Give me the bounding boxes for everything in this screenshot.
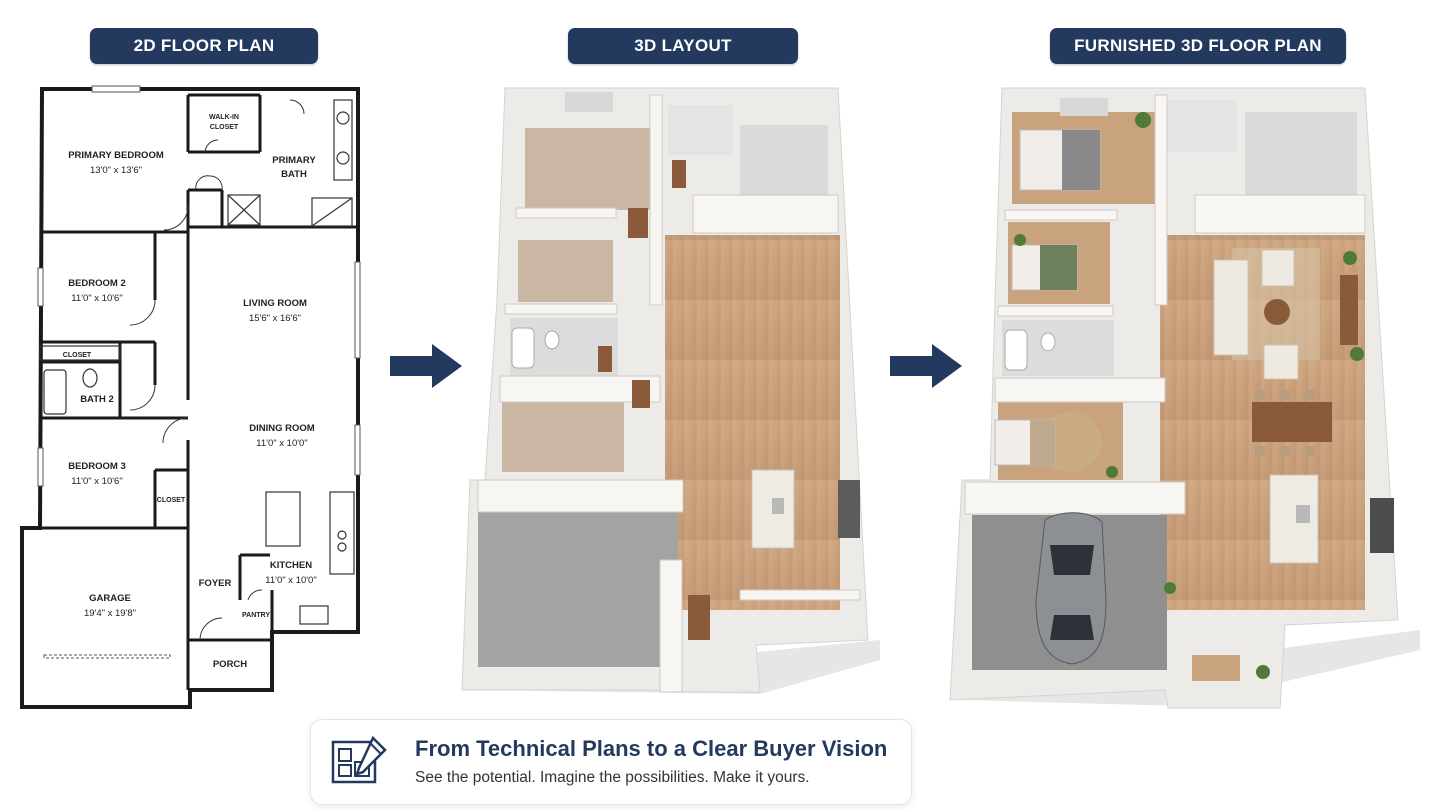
label-bath2: BATH 2 (80, 394, 114, 405)
header-3d-layout: 3D LAYOUT (568, 28, 798, 64)
blueprint-pencil-icon (331, 735, 387, 784)
label-bedroom2: BEDROOM 2 (68, 278, 126, 289)
label-closet-2: CLOSET (157, 497, 186, 504)
header-furnished-3d-plan: FURNISHED 3D FLOOR PLAN (1050, 28, 1346, 64)
label-dining-room-size: 11'0" x 10'0" (256, 438, 307, 449)
label-living-room: LIVING ROOM (243, 298, 307, 309)
label-primary-bedroom: PRIMARY BEDROOM (68, 150, 164, 161)
label-walkin-1: WALK-IN (209, 114, 239, 121)
label-porch: PORCH (213, 659, 247, 670)
label-kitchen: KITCHEN (270, 560, 312, 571)
label-closet-1: CLOSET (63, 352, 92, 359)
label-bedroom2-size: 11'0" x 10'6" (71, 293, 122, 304)
banner-subtitle: See the potential. Imagine the possibili… (415, 769, 810, 786)
label-garage-size: 19'4" x 19'8" (84, 608, 136, 619)
label-foyer: FOYER (199, 578, 232, 589)
caption-banner: From Technical Plans to a Clear Buyer Vi… (310, 719, 912, 805)
label-dining-room: DINING ROOM (249, 423, 315, 434)
label-garage: GARAGE (89, 593, 131, 604)
header-2d-floor-plan: 2D FLOOR PLAN (90, 28, 318, 64)
label-primary-bedroom-size: 13'0" x 13'6" (90, 165, 142, 176)
label-primary-bath-1: PRIMARY (272, 155, 316, 166)
label-pantry: PANTRY (242, 612, 270, 619)
label-kitchen-size: 11'0" x 10'0" (265, 575, 316, 586)
label-living-room-size: 15'6" x 16'6" (249, 313, 301, 324)
label-walkin-2: CLOSET (210, 124, 239, 131)
label-bedroom3-size: 11'0" x 10'6" (71, 476, 122, 487)
label-primary-bath-2: BATH (281, 169, 307, 180)
label-bedroom3: BEDROOM 3 (68, 461, 126, 472)
banner-title: From Technical Plans to a Clear Buyer Vi… (415, 736, 888, 761)
